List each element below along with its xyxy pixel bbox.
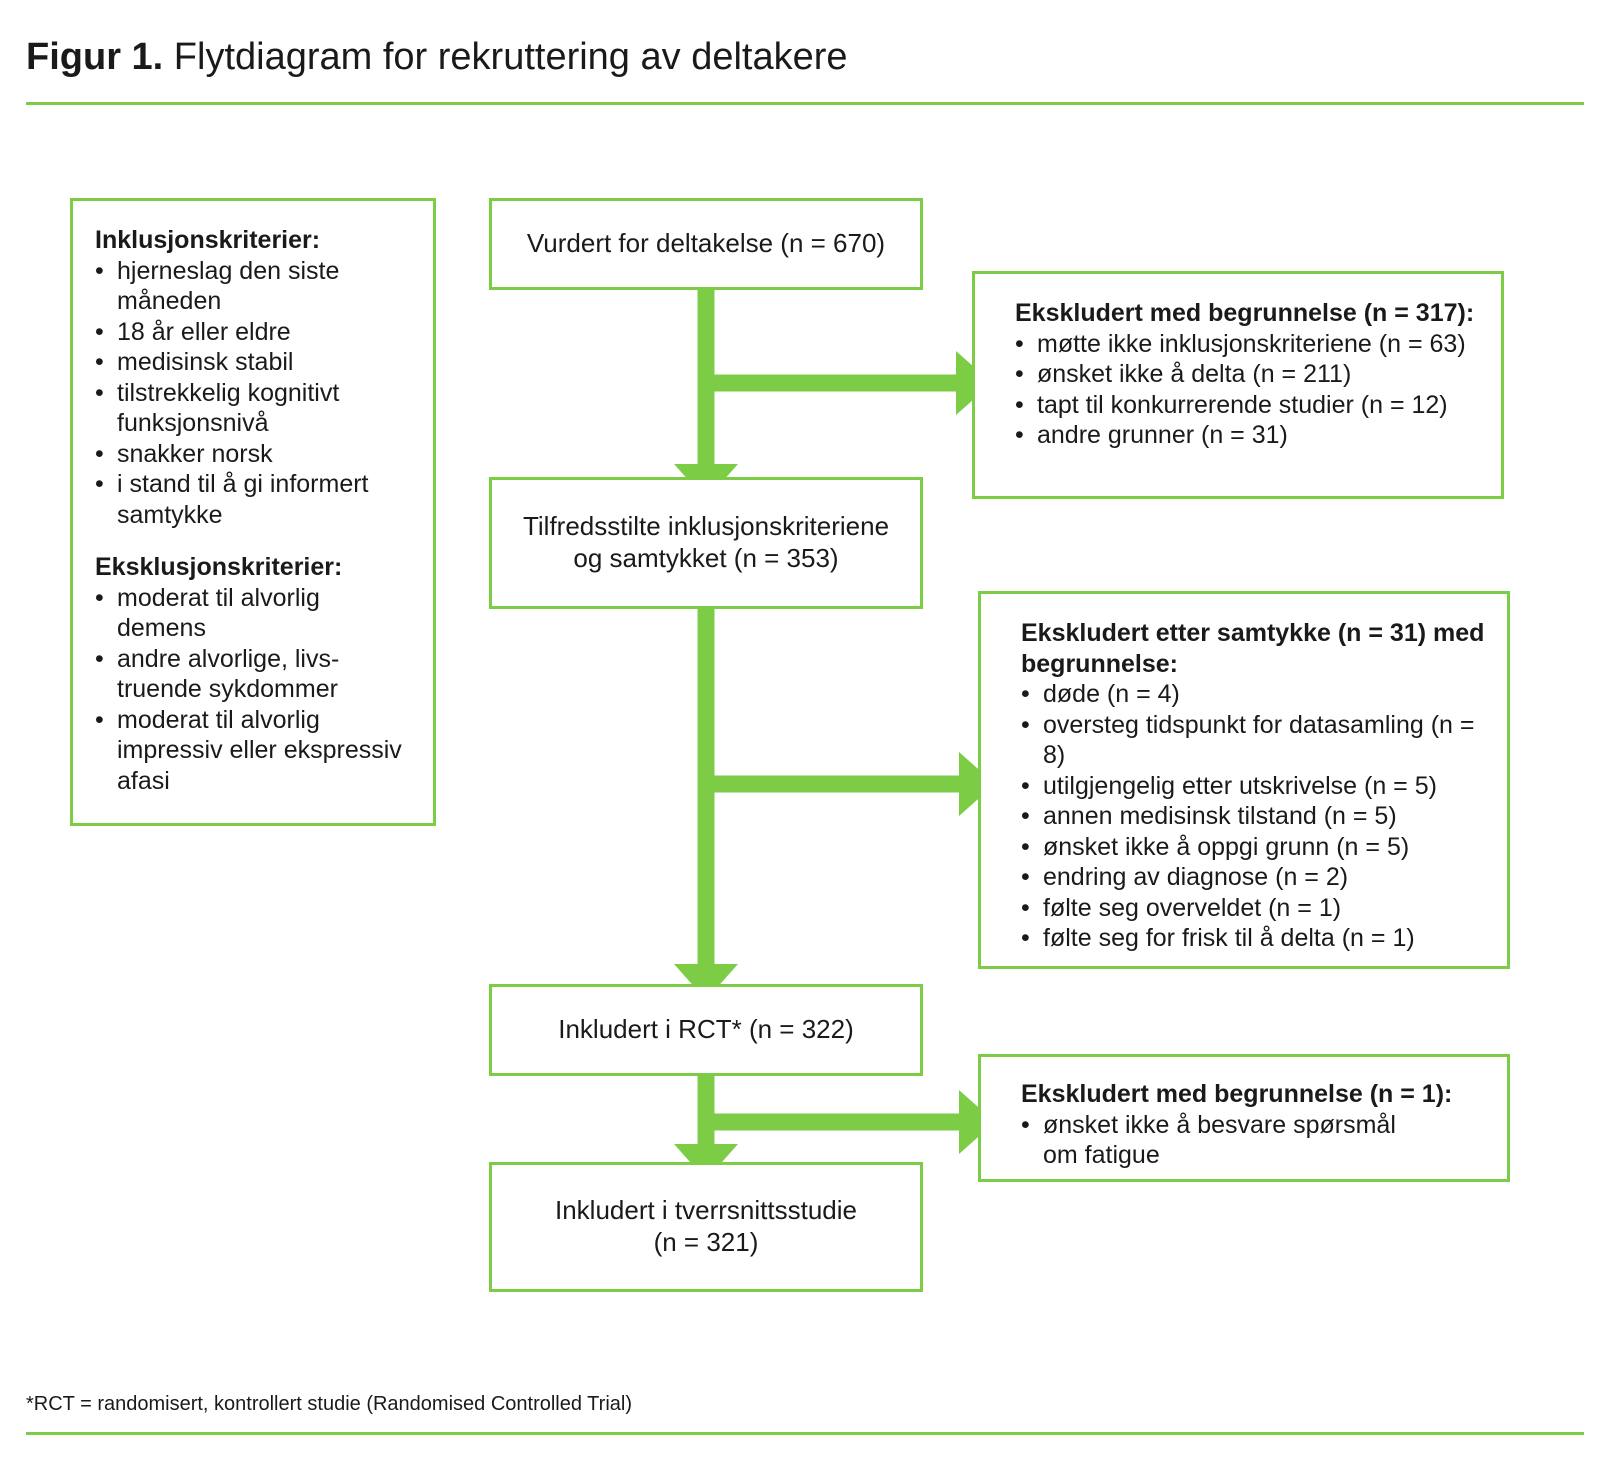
- exclusion-box-2: Ekskludert etter samtykke (n = 31) med b…: [978, 591, 1510, 969]
- consented-line-2: og samtykket (n = 353): [573, 543, 839, 573]
- consented-line-1: Tilfredsstilte inklusjonskriteriene: [522, 511, 890, 542]
- exclusion-reason: døde (n = 4): [1021, 679, 1493, 710]
- exclusion-box-2-list: døde (n = 4) oversteg tidspunkt for data…: [1021, 679, 1493, 954]
- cross-sectional-box: Inkludert i tverrsnittsstudie (n = 321): [489, 1162, 923, 1292]
- consented-box: Tilfredsstilte inklusjonskriteriene og s…: [489, 477, 923, 609]
- inclusion-item: snakker norsk: [95, 439, 415, 470]
- arrow-to-exclusion-2-head: [959, 752, 995, 816]
- arrow-rct-to-cross-shaft: [697, 1076, 715, 1148]
- exclusion-reason: annen medisinsk tilstand (n = 5): [1021, 801, 1493, 832]
- exclusion-box-1-list: møtte ikke inklusjonskriteriene (n = 63)…: [1015, 329, 1487, 451]
- arrow-to-exclusion-3-head: [959, 1090, 995, 1154]
- exclusion-box-1-heading: Ekskludert med begrunnelse (n = 317):: [1015, 299, 1475, 327]
- figure-title-text: Flytdiagram for rekruttering av deltaker…: [173, 36, 848, 78]
- exclusion-reason: følte seg for frisk til å delta (n = 1): [1021, 923, 1493, 954]
- exclusion-reason: ønsket ikke å oppgi grunn (n = 5): [1021, 832, 1493, 863]
- exclusion-box-3-list: ønsket ikke å besvare spørsmål om fatigu…: [1021, 1110, 1421, 1171]
- figure-number: Figur 1.: [26, 36, 164, 78]
- inclusion-item: medisinsk stabil: [95, 347, 415, 378]
- exclusion-reason: utilgjengelig etter utskrivelse (n = 5): [1021, 771, 1493, 802]
- criteria-box: Inklusjonskriterier: hjerneslag den sist…: [70, 198, 436, 826]
- exclusion-list: moderat til alvorlig demens andre alvorl…: [95, 583, 415, 797]
- inclusion-item: 18 år eller eldre: [95, 317, 415, 348]
- exclusion-reason: andre grunner (n = 31): [1015, 420, 1487, 451]
- cross-line-1: Inkludert i tverrsnittsstudie: [554, 1195, 857, 1226]
- exclusion-reason: ønsket ikke å delta (n = 211): [1015, 359, 1487, 390]
- assessed-text: Vurdert for deltakelse (n = 670): [526, 228, 886, 259]
- inclusion-item: i stand til å gi informert samtykke: [95, 469, 415, 530]
- exclusion-reason: oversteg tidspunkt for datasamling (n = …: [1021, 710, 1493, 771]
- exclusion-item: moderat til alvorlig impressiv eller eks…: [95, 705, 415, 797]
- rct-box: Inkludert i RCT* (n = 322): [489, 984, 923, 1076]
- arrow-to-exclusion-2-shaft: [706, 775, 963, 793]
- exclusion-box-1: Ekskludert med begrunnelse (n = 317): mø…: [972, 271, 1504, 499]
- exclusion-box-2-heading: Ekskludert etter samtykke (n = 31) med b…: [1021, 619, 1485, 678]
- figure-title: Figur 1. Flytdiagram for rekruttering av…: [26, 34, 848, 82]
- inclusion-heading: Inklusjonskriterier:: [95, 226, 321, 254]
- exclusion-box-3: Ekskludert med begrunnelse (n = 1): ønsk…: [978, 1054, 1510, 1182]
- arrow-to-exclusion-1-shaft: [706, 374, 960, 392]
- rct-text: Inkludert i RCT* (n = 322): [558, 1014, 854, 1045]
- exclusion-item: moderat til alvorlig demens: [95, 583, 415, 644]
- inclusion-item: hjerneslag den siste måneden: [95, 256, 415, 317]
- exclusion-reason: endring av diagnose (n = 2): [1021, 862, 1493, 893]
- exclusion-reason: tapt til konkurrerende studier (n = 12): [1015, 390, 1487, 421]
- footnote: *RCT = randomisert, kontrollert studie (…: [26, 1393, 632, 1415]
- assessed-box: Vurdert for deltakelse (n = 670): [489, 198, 923, 290]
- inclusion-list: hjerneslag den siste måneden 18 år eller…: [95, 256, 415, 531]
- exclusion-reason: følte seg overveldet (n = 1): [1021, 893, 1493, 924]
- exclusion-heading: Eksklusjonskriterier:: [95, 553, 343, 581]
- arrow-consented-to-rct-head: [674, 964, 738, 1000]
- exclusion-item: andre alvorlige, livs-truende sykdommer: [95, 644, 415, 705]
- exclusion-reason: ønsket ikke å besvare spørsmål om fatigu…: [1021, 1110, 1421, 1171]
- bottom-rule: [26, 1432, 1584, 1435]
- exclusion-box-3-heading: Ekskludert med begrunnelse (n = 1):: [1021, 1080, 1453, 1108]
- exclusion-reason: møtte ikke inklusjonskriteriene (n = 63): [1015, 329, 1487, 360]
- cross-line-2: (n = 321): [653, 1227, 759, 1257]
- inclusion-item: tilstrekkelig kognitivt funksjonsnivå: [95, 378, 415, 439]
- arrow-to-exclusion-3-shaft: [706, 1113, 963, 1131]
- top-rule: [26, 102, 1584, 105]
